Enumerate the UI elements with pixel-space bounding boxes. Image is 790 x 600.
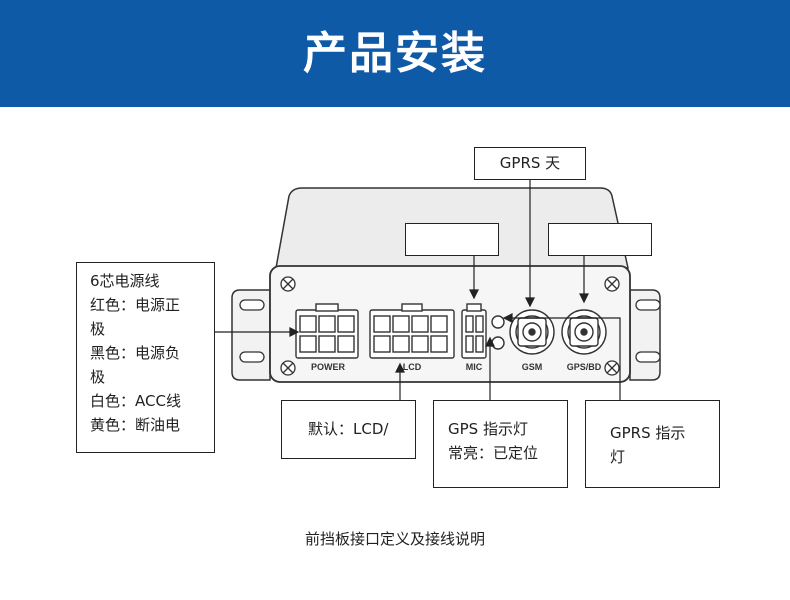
power-line-text: 黄色：断油电 [90, 416, 181, 434]
lcd-connector [369, 303, 455, 359]
port-label-gps: GPS/BD [567, 362, 602, 372]
power-line-text: 白色：ACC线 [90, 392, 181, 410]
screw-top-left [280, 276, 296, 292]
power-line-text: 黑色：电源负 [90, 344, 181, 362]
lcd-default-text: 默认：LCD/ [308, 420, 389, 438]
port-label-lcd: LCD [403, 362, 422, 372]
port-label-power: POWER [311, 362, 346, 372]
gprs-led-text: GPRS 指示 [610, 424, 686, 442]
mounting-slot-left-bottom [239, 351, 265, 363]
gprs-antenna-callout: GPRS 天 [474, 147, 586, 180]
gps-antenna-callout [548, 223, 652, 256]
gps-led-text: GPS 指示灯 [448, 420, 528, 438]
figure-caption: 前挡板接口定义及接线说明 [304, 530, 485, 548]
mounting-slot-right-top [635, 299, 661, 311]
screw-top-right [604, 276, 620, 292]
power-connector [295, 303, 359, 359]
mic-connector [461, 303, 487, 359]
gprs-led-callout: GPRS 指示 灯 [585, 400, 720, 488]
gprs-led-text: 灯 [610, 448, 626, 466]
mounting-slot-left-top [239, 299, 265, 311]
screw-bottom-right [604, 360, 620, 376]
port-label-mic: MIC [466, 362, 483, 372]
power-line-text: 极 [90, 368, 106, 386]
gps-led [491, 336, 505, 350]
lcd-default-callout: 默认：LCD/ [281, 400, 416, 459]
mic-callout [405, 223, 499, 256]
page-title: 产品安装 [303, 28, 487, 79]
gprs-antenna-text: GPRS 天 [499, 154, 561, 172]
power-line-text: 6芯电源线 [90, 272, 160, 290]
power-line-text: 极 [90, 320, 106, 338]
gsm-antenna-connector [509, 309, 555, 355]
screw-bottom-left [280, 360, 296, 376]
header-banner: 产品安装 [0, 0, 790, 107]
mounting-slot-right-bottom [635, 351, 661, 363]
power-lines-callout: 6芯电源线 红色：电源正 极 黑色：电源负 极 白色：ACC线 黄色：断油电 [76, 262, 215, 453]
power-line-text: 红色：电源正 [90, 296, 181, 314]
gps-led-text: 常亮：已定位 [448, 444, 539, 462]
gps-antenna-connector [561, 309, 607, 355]
leader-gprs-led [512, 317, 621, 400]
gprs-led [491, 315, 505, 329]
gps-led-callout: GPS 指示灯 常亮：已定位 [433, 400, 568, 488]
port-label-gsm: GSM [522, 362, 543, 372]
